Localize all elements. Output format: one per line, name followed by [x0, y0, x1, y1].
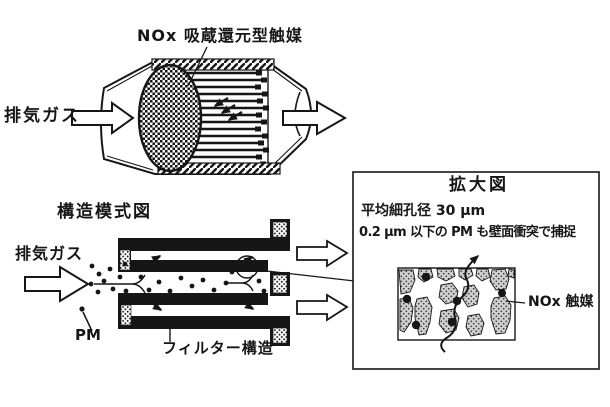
pm-particles — [88, 261, 267, 295]
filter-schematic — [24, 219, 391, 346]
inlet-arrow-icon — [71, 101, 135, 135]
flow-fork-lines — [94, 274, 254, 294]
outlet-arrow-icon — [282, 100, 348, 136]
filter-structure-label: フィルター構造 — [162, 339, 274, 357]
catalyst-canister — [71, 46, 348, 175]
wall-flow-arrows-icon — [147, 254, 255, 312]
filtered-outlet-arrow-bottom-icon — [296, 293, 349, 322]
filter-walls — [118, 219, 290, 346]
enlarged-view-title: 拡大図 — [449, 175, 509, 195]
pm-capture-note: 0.2 μm 以下の PM も壁面衝突で捕捉 — [359, 225, 576, 240]
magnified-region-circle — [235, 255, 259, 279]
captured-pm-particles — [402, 272, 506, 330]
honeycomb-face — [137, 63, 203, 173]
pore-size-note: 平均細孔径 30 μm — [361, 203, 486, 219]
schematic-title: 構造模式図 — [57, 202, 152, 222]
nox-catalyst-callout: NOx 触媒 — [528, 294, 594, 310]
exhaust-inlet-arrow-icon — [24, 265, 90, 303]
pm-label-leader — [82, 311, 93, 332]
exhaust-gas-label-top: 排気ガス — [4, 106, 80, 126]
exhaust-gas-label-bottom: 排気ガス — [15, 244, 84, 263]
filter-plugs — [119, 221, 288, 344]
enlarged-view-box — [352, 171, 600, 370]
pm-label: PM — [75, 326, 101, 344]
filtered-outlet-arrow-top-icon — [296, 239, 349, 268]
catalyst-label-leader — [187, 46, 208, 87]
nox-catalyst-leader — [505, 300, 526, 304]
nox-storage-catalyst-label: NOx 吸蔵還元型触媒 — [137, 26, 303, 45]
internal-flow-arrows-icon — [213, 96, 243, 122]
gas-path-arrow-icon — [440, 255, 480, 353]
